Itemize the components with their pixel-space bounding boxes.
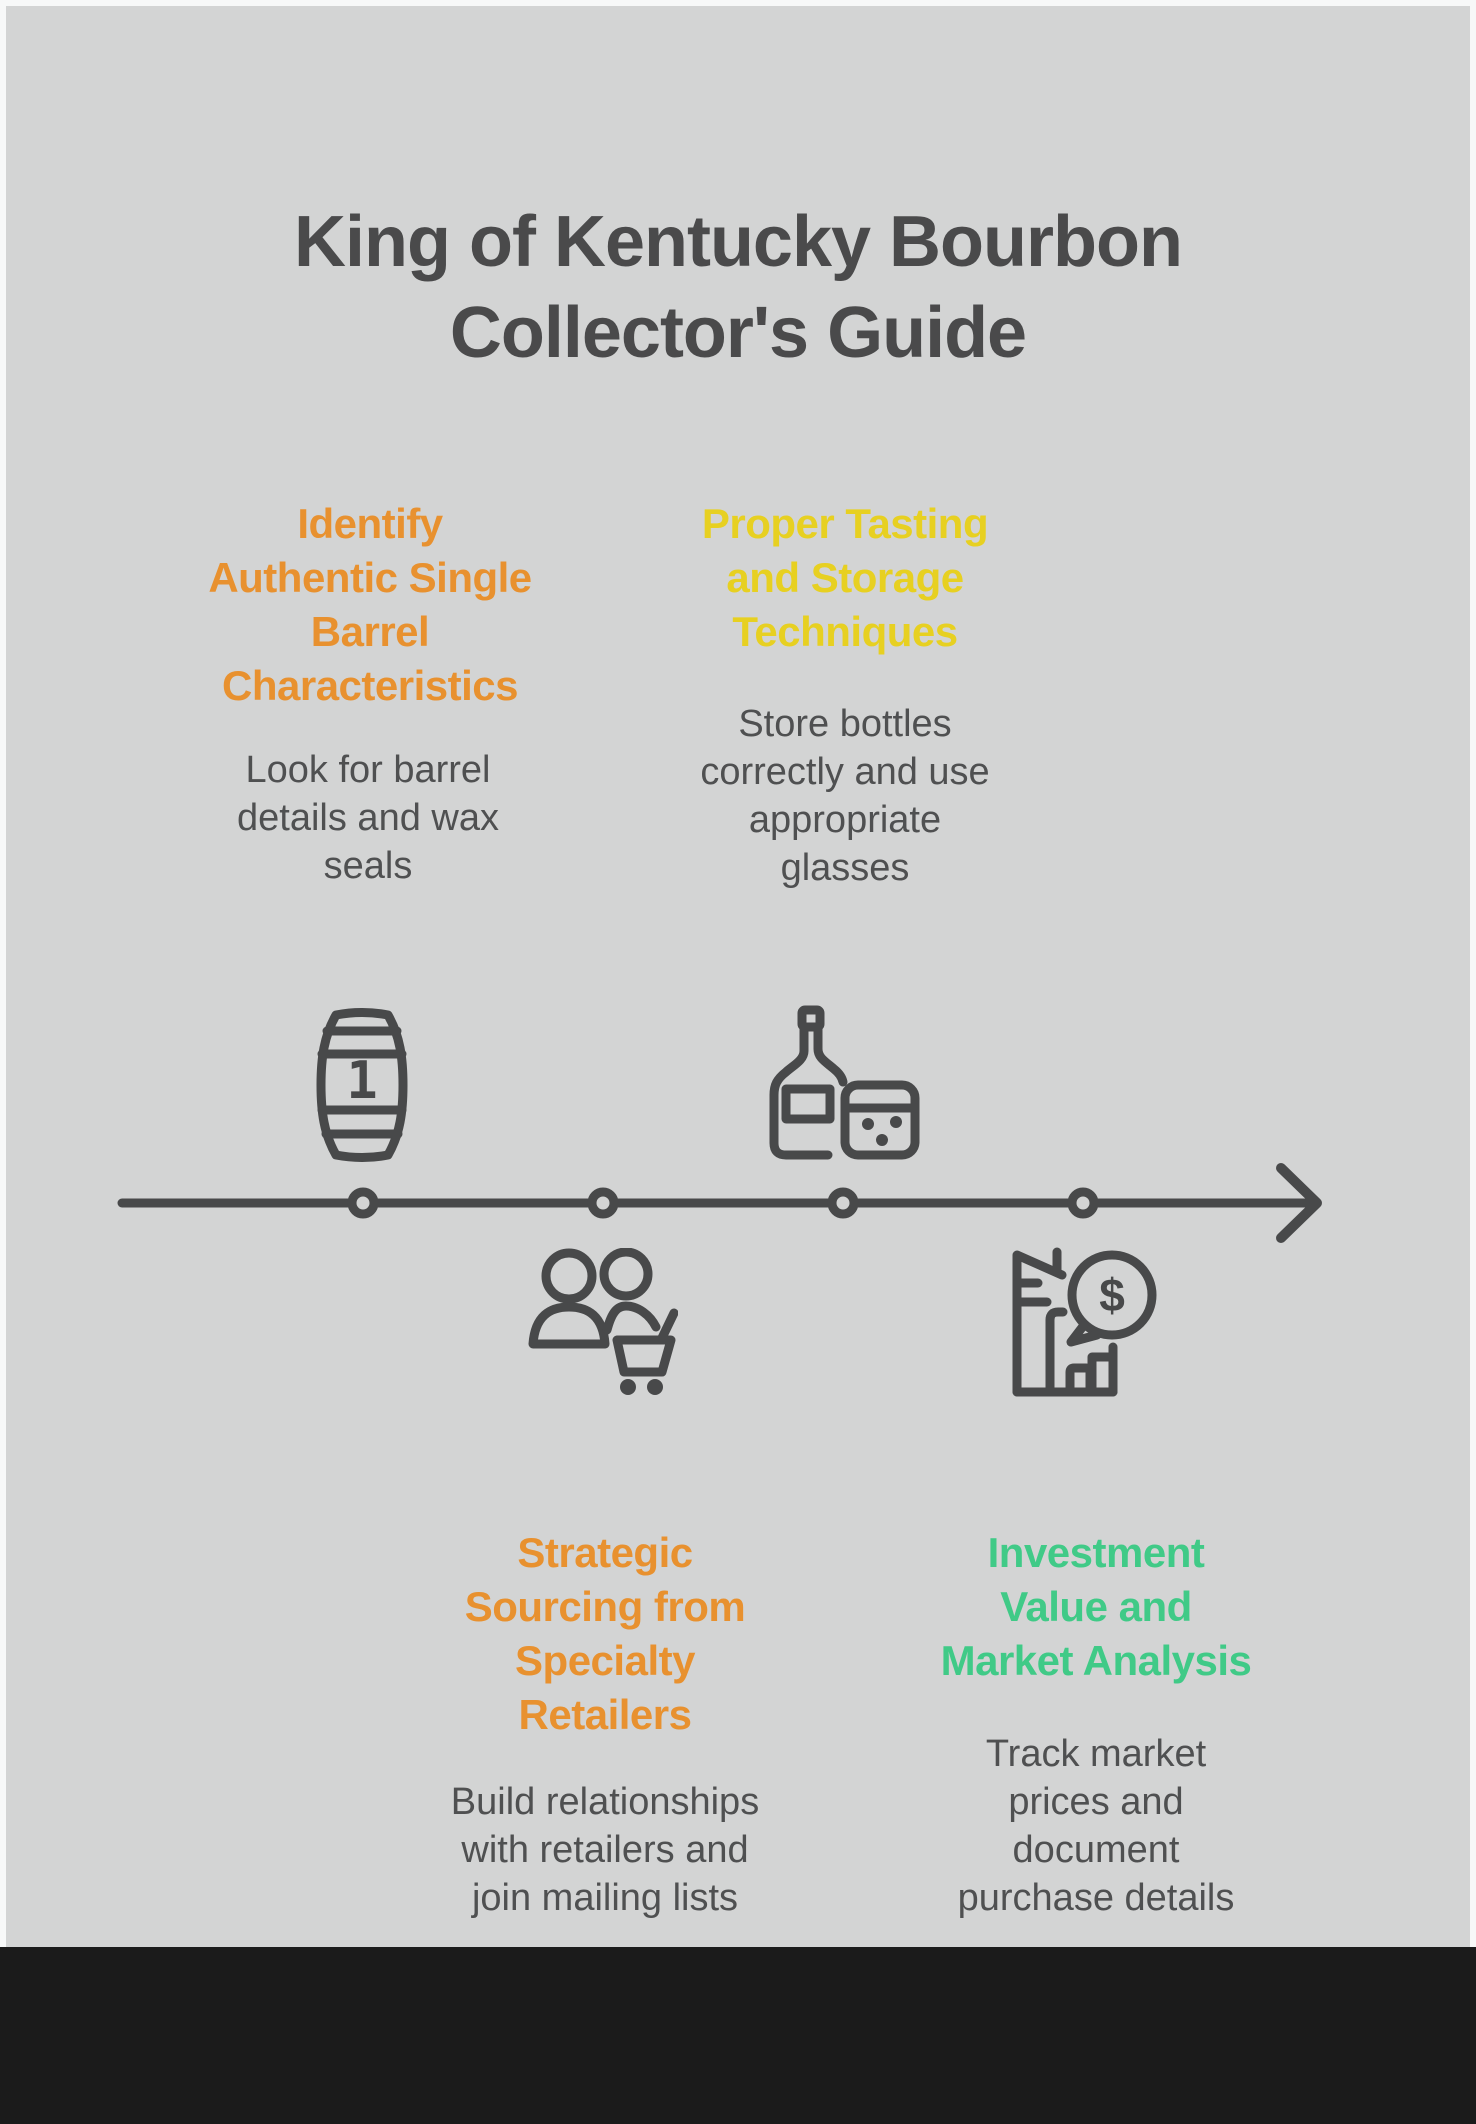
milestone-description-line: purchase details [957,1877,1235,1919]
milestone-3-description: Build relationships with retailers and j… [405,1778,805,1922]
milestone-title-line: Value and [1000,1583,1192,1630]
timeline-node [827,1187,859,1219]
milestone-1-description: Look for barrel details and wax seals [168,746,568,890]
milestone-description-line: details and wax [237,797,499,839]
milestone-4-description: Track market prices and document purchas… [896,1730,1296,1922]
milestone-title-line: Barrel [310,608,430,655]
background-panel [6,6,1470,1947]
milestone-title-line: Characteristics [222,662,519,709]
milestone-description-line: Track market [985,1733,1207,1775]
page-title-line: Collector's Guide [449,293,1027,373]
milestone-description-line: Store bottles [738,703,952,745]
milestone-description-line: appropriate [748,799,942,841]
milestone-description-line: Build relationships [450,1781,760,1823]
milestone-title-line: Techniques [732,608,958,655]
timeline-node [347,1187,379,1219]
dollar-sign-label: $ [1099,1269,1125,1321]
milestone-2-description: Store bottles correctly and use appropri… [645,700,1045,892]
market-building-dollar-icon: $ [1010,1240,1170,1400]
milestone-3-title: Strategic Sourcing from Specialty Retail… [395,1526,815,1742]
milestone-description-line: document [1012,1829,1180,1871]
milestone-description-line: join mailing lists [471,1877,739,1919]
timeline-axis [0,1100,1476,1320]
barrel-number-label: 1 [346,1051,377,1111]
milestone-title-line: Authentic Single [208,554,532,601]
arrow-head-icon [1276,1163,1322,1243]
page-title-line: King of Kentucky Bourbon [294,202,1183,282]
milestone-2-title: Proper Tasting and Storage Techniques [635,497,1055,659]
milestone-description-line: seals [323,845,413,887]
milestone-description-line: correctly and use [700,751,990,793]
milestone-title-line: Strategic [517,1529,693,1576]
milestone-title-line: Sourcing from [464,1583,746,1630]
milestone-description-line: glasses [780,847,910,889]
milestone-title-line: Market Analysis [940,1637,1252,1684]
milestone-title-line: Proper Tasting [701,500,989,547]
milestone-4-title: Investment Value and Market Analysis [886,1526,1306,1688]
milestone-description-line: with retailers and [461,1829,749,1871]
milestone-1-title: Identify Authentic Single Barrel Charact… [160,497,580,713]
milestone-title-line: and Storage [726,554,964,601]
milestone-title-line: Retailers [518,1691,692,1738]
milestone-description-line: prices and [1008,1781,1184,1823]
footer-bar [0,1947,1476,2124]
milestone-title-line: Specialty [515,1637,695,1684]
milestone-description-line: Look for barrel [245,749,491,791]
milestone-title-line: Identify [297,500,443,547]
shoppers-with-cart-icon [528,1248,678,1398]
timeline-node [587,1187,619,1219]
timeline-node [1067,1187,1099,1219]
page-title: King of Kentucky Bourbon Collector's Gui… [0,197,1476,379]
milestone-title-line: Investment [987,1529,1205,1576]
bottle-and-glass-icon [766,1005,922,1161]
barrel-icon: 1 [310,1008,414,1162]
